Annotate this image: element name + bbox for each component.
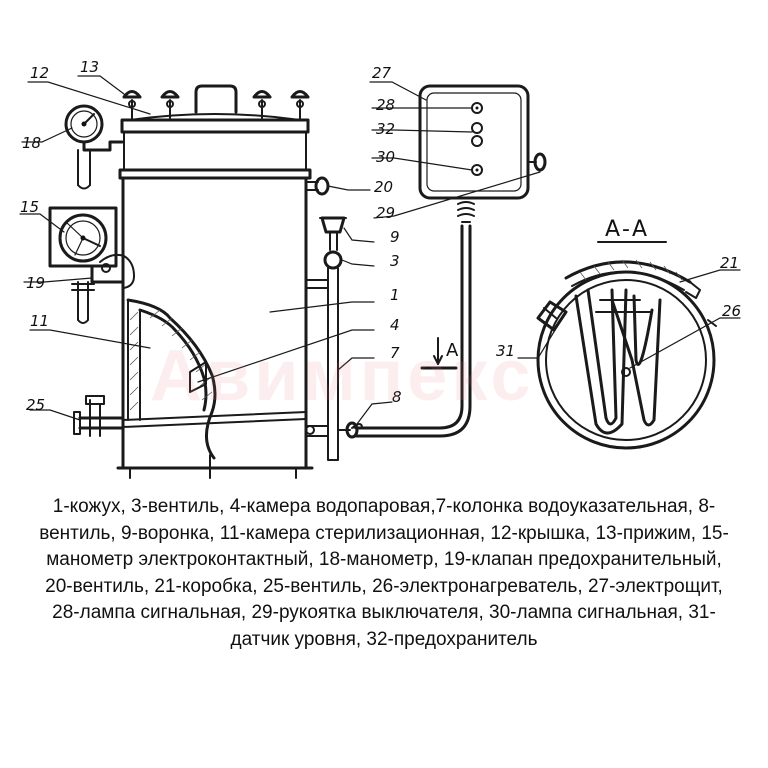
label-18: 18 xyxy=(22,134,41,152)
label-30: 30 xyxy=(376,148,395,166)
label-11: 11 xyxy=(30,312,49,330)
electrical-panel xyxy=(418,84,547,223)
electrocontact-manometer xyxy=(48,206,118,268)
label-15: 15 xyxy=(20,198,39,216)
label-28: 28 xyxy=(376,96,395,114)
water-level-column xyxy=(305,216,347,461)
part-number-labels: 12 13 18 15 19 11 25 20 9 3 1 4 7 8 27 2… xyxy=(20,58,741,414)
sterilization-chamber-cutaway xyxy=(126,298,217,460)
label-19: 19 xyxy=(26,274,45,292)
fuse-32 xyxy=(471,122,483,134)
leader-lines xyxy=(19,75,741,429)
sterilizer-body xyxy=(116,84,314,479)
label-21: 21 xyxy=(720,254,739,272)
section-marker: А xyxy=(420,337,460,370)
label-9: 9 xyxy=(390,228,400,246)
label-1: 1 xyxy=(390,286,400,304)
label-13: 13 xyxy=(80,58,99,76)
safety-valve xyxy=(71,253,135,324)
valve-20 xyxy=(305,176,330,196)
section-marker-label: А xyxy=(446,340,460,361)
valve-25 xyxy=(73,395,125,437)
label-31: 31 xyxy=(496,342,515,360)
label-3: 3 xyxy=(390,252,400,270)
manometer xyxy=(64,104,124,190)
section-title: А-А xyxy=(605,217,649,242)
lid-clamps xyxy=(122,90,310,121)
connection-pipe xyxy=(354,224,472,438)
diagram-caption: 1-кожух, 3-вентиль, 4-камера водопаровая… xyxy=(39,496,729,650)
label-29: 29 xyxy=(376,204,395,222)
label-7: 7 xyxy=(390,344,400,362)
label-20: 20 xyxy=(374,178,393,196)
label-25: 25 xyxy=(26,396,45,414)
label-8: 8 xyxy=(392,388,402,406)
label-12: 12 xyxy=(30,64,49,82)
sterilizer-diagram: А А-А xyxy=(19,58,741,479)
section-view: А-А xyxy=(536,217,717,450)
label-26: 26 xyxy=(722,302,741,320)
label-4: 4 xyxy=(390,316,400,334)
label-32: 32 xyxy=(376,120,395,138)
label-27: 27 xyxy=(372,64,392,82)
